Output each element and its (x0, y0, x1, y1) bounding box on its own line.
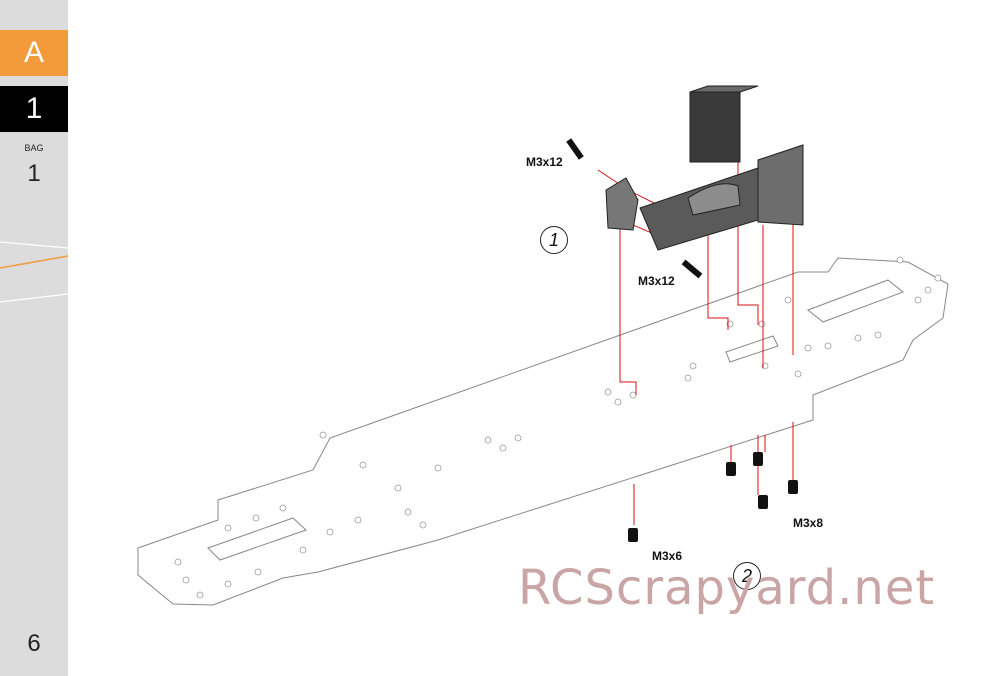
bag-label: BAG (24, 143, 44, 153)
step-callout-2: 2 (733, 562, 761, 590)
label-screw-front: M3x6 (652, 549, 683, 563)
bag-number: 1 (27, 160, 41, 187)
screws (566, 138, 798, 542)
watermark: RCScrapyard.net (518, 560, 936, 616)
step-tab: 1 (0, 86, 68, 132)
page-number: 6 (27, 630, 41, 657)
step-callout-1: 1 (540, 226, 568, 254)
assembly-diagram (137, 85, 949, 606)
motor-mount-plate (639, 144, 804, 251)
mount-bracket (605, 177, 639, 231)
sidebar: A 1 BAG 1 6 (0, 0, 68, 676)
sidebar-decoration (0, 241, 68, 303)
chassis-plate (137, 257, 949, 606)
label-screw-rear: M3x8 (793, 516, 824, 530)
section-tab: A (0, 30, 68, 76)
label-screw-top: M3x12 (526, 155, 563, 169)
chassis-holes (174, 256, 942, 599)
motor-mount-block (689, 85, 759, 163)
label-screw-bottom: M3x12 (638, 274, 675, 288)
